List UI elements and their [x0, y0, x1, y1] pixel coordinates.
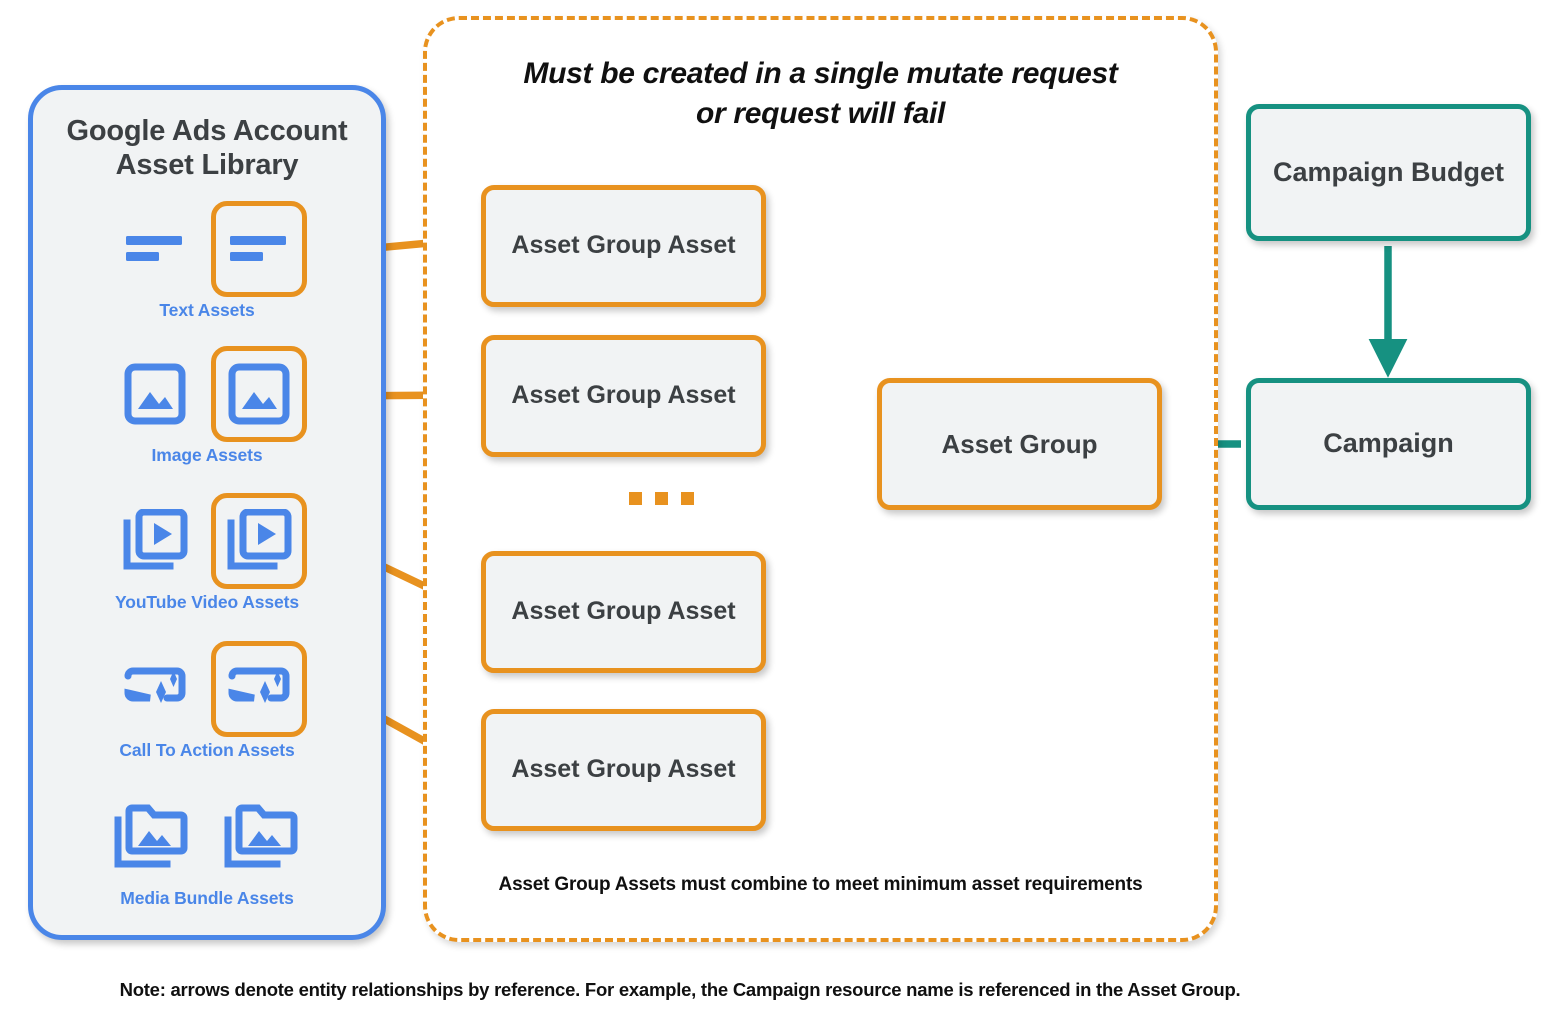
ellipsis-dot-2 — [655, 492, 668, 505]
asset-icons-text — [33, 200, 381, 298]
asset-group-asset-3[interactable]: Asset Group Asset — [481, 551, 766, 673]
text-asset-icon — [107, 201, 203, 297]
asset-icons-media-bundle — [33, 788, 381, 886]
call-to-action-icon — [107, 641, 203, 737]
mutate-heading-line2: or request will fail — [695, 96, 946, 130]
asset-row-media-bundle[interactable]: Media Bundle Assets — [33, 788, 381, 909]
asset-icons-image — [33, 345, 381, 443]
ellipsis-dot-1 — [629, 492, 642, 505]
media-bundle-icon-2 — [214, 789, 310, 885]
sidebar-title: Google Ads Account Asset Library — [33, 114, 381, 182]
video-asset-icon-highlighted[interactable] — [211, 493, 307, 589]
asset-group-asset-4[interactable]: Asset Group Asset — [481, 709, 766, 831]
asset-row-text[interactable]: Text Assets — [33, 200, 381, 321]
asset-group-asset-1[interactable]: Asset Group Asset — [481, 185, 766, 307]
footer-note: Note: arrows denote entity relationships… — [119, 979, 1241, 1000]
asset-label-video: YouTube Video Assets — [114, 592, 300, 612]
sidebar-title-line2: Asset Library — [115, 149, 299, 182]
asset-group-node[interactable]: Asset Group — [877, 378, 1162, 510]
image-asset-icon — [107, 346, 203, 442]
asset-row-image[interactable]: Image Assets — [33, 345, 381, 466]
asset-library-panel: Google Ads Account Asset Library — [28, 85, 386, 940]
minimum-requirements-caption: Asset Group Assets must combine to meet … — [498, 874, 1143, 895]
asset-group-asset-2[interactable]: Asset Group Asset — [481, 335, 766, 457]
asset-label-image: Image Assets — [151, 445, 263, 465]
sidebar-title-line1: Google Ads Account — [66, 115, 348, 147]
ellipsis-icon — [629, 492, 694, 505]
asset-row-cta[interactable]: Call To Action Assets — [33, 640, 381, 761]
asset-row-video[interactable]: YouTube Video Assets — [33, 492, 381, 613]
text-asset-icon-highlighted[interactable] — [211, 201, 307, 297]
campaign-budget-node[interactable]: Campaign Budget — [1246, 104, 1531, 241]
campaign-node[interactable]: Campaign — [1246, 378, 1531, 510]
asset-label-cta: Call To Action Assets — [119, 740, 295, 760]
asset-label-media-bundle: Media Bundle Assets — [120, 888, 294, 908]
mutate-request-heading: Must be created in a single mutate reque… — [423, 54, 1218, 133]
ellipsis-dot-3 — [681, 492, 694, 505]
asset-label-text: Text Assets — [159, 300, 255, 320]
call-to-action-icon-highlighted[interactable] — [211, 641, 307, 737]
video-asset-icon — [107, 493, 203, 589]
image-asset-icon-highlighted[interactable] — [211, 346, 307, 442]
asset-icons-video — [33, 492, 381, 590]
media-bundle-icon — [104, 789, 200, 885]
asset-icons-cta — [33, 640, 381, 738]
mutate-heading-line1: Must be created in a single mutate reque… — [523, 57, 1118, 90]
